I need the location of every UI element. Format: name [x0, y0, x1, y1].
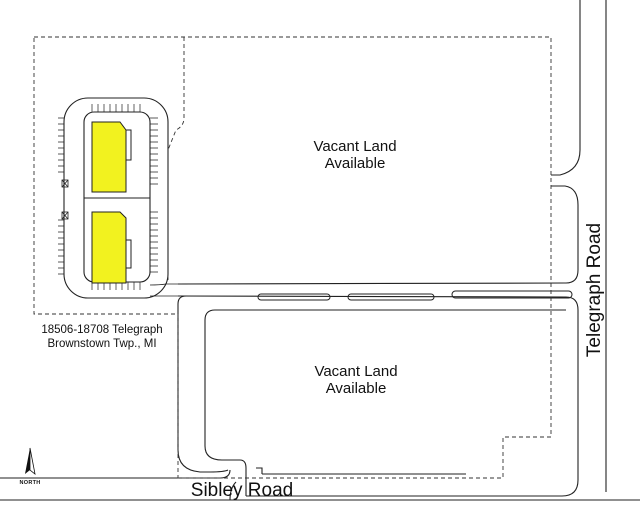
property-boundary-north	[33, 36, 552, 479]
south-drive-leg	[239, 459, 247, 496]
sibley-road-label: Sibley Road	[190, 480, 294, 501]
parking-stalls-east	[150, 117, 158, 273]
access-drive-west	[177, 295, 229, 473]
median-2	[347, 293, 435, 301]
building-south	[91, 211, 127, 284]
vacant-land-label-north: Vacant Land Available	[275, 138, 435, 172]
parking-stalls-south	[91, 282, 141, 290]
access-drive-north	[177, 282, 567, 285]
telegraph-road-label: Telegraph Road	[584, 222, 605, 358]
vacant-land-label-south: Vacant Land Available	[276, 363, 436, 397]
loading-dock-1	[61, 179, 69, 188]
vacant-land-label-south-line2: Available	[325, 380, 387, 397]
north-arrow-icon	[25, 447, 36, 475]
parking-loop-outer	[63, 97, 169, 299]
property-boundary-divider	[167, 37, 185, 280]
building-south-annex	[125, 239, 132, 269]
parking-stalls-west	[58, 117, 64, 275]
loading-dock-2	[61, 211, 69, 220]
telegraph-road-west-curb-south2	[246, 296, 579, 497]
property-address-label: 18506-18708 Telegraph Brownstown Twp., M…	[12, 323, 192, 351]
address-line-1: 18506-18708 Telegraph	[41, 324, 163, 336]
parking-stalls-north	[91, 104, 141, 112]
south-drive-stub	[256, 467, 263, 474]
entrance-west	[229, 481, 237, 501]
median-3	[451, 290, 573, 299]
access-drive-inner-west	[204, 309, 240, 461]
vacant-land-label-south-line1: Vacant Land	[314, 363, 398, 380]
telegraph-road-west-curb	[551, 0, 581, 176]
access-drive-south	[177, 295, 567, 298]
telegraph-road-west-curb-south	[551, 185, 579, 284]
north-label: NORTH	[19, 480, 41, 486]
vacant-land-label-north-line1: Vacant Land	[313, 138, 397, 155]
building-north	[91, 121, 127, 193]
vacant-land-label-north-line2: Available	[324, 155, 386, 172]
building-north-annex	[125, 129, 132, 161]
address-line-2: Brownstown Twp., MI	[47, 338, 157, 350]
drive-connector	[149, 283, 178, 297]
median-1	[257, 293, 331, 301]
